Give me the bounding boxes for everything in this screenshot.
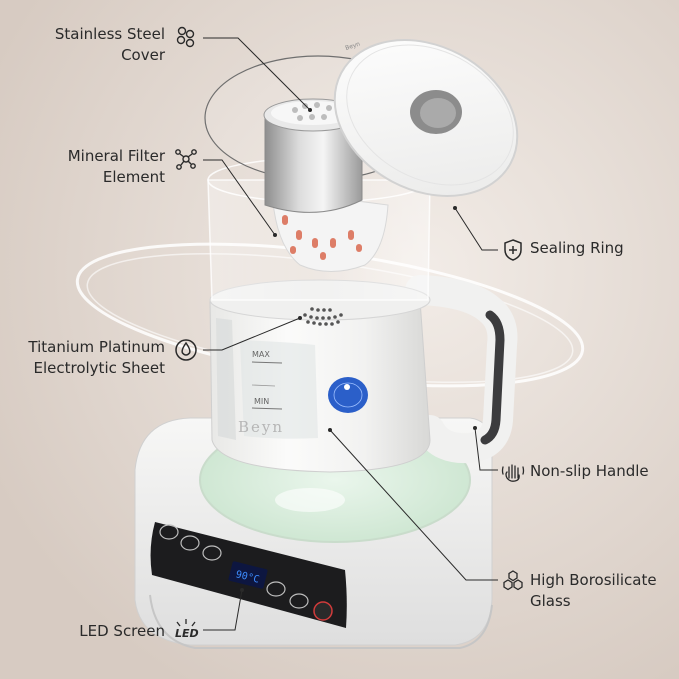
- leader-lines: [203, 37, 498, 631]
- led-icon-text: LED: [175, 627, 199, 640]
- molecule-icon: [175, 149, 197, 170]
- start-button: [313, 601, 333, 621]
- kettle-handle: [405, 275, 518, 464]
- sticker: [328, 377, 368, 413]
- callout-mineral-filter: Mineral Filter Element: [67, 147, 165, 186]
- callout-titanium-sheet: Titanium Platinum Electrolytic Sheet: [28, 338, 165, 377]
- kettle-body: MAX MIN Beyn: [209, 279, 431, 473]
- shield-plus-icon: [504, 239, 522, 261]
- rivets-icon: [176, 26, 195, 48]
- control-panel: 90°C: [150, 522, 347, 628]
- hexagons-icon: [503, 570, 523, 591]
- kettle-lid: Beyn: [333, 39, 519, 197]
- brand-logo: Beyn: [238, 418, 284, 436]
- callout-borosilicate-glass: High Borosilicate Glass: [530, 571, 657, 610]
- panel-button-4: [266, 581, 286, 597]
- min-marking: MIN: [254, 397, 269, 406]
- led-display: [228, 561, 268, 589]
- water-drop-icon: [175, 339, 197, 361]
- callout-sealing-ring: Sealing Ring: [530, 239, 624, 257]
- panel-button-5: [289, 593, 309, 609]
- max-marking: MAX: [252, 350, 270, 359]
- panel-button-3: [202, 545, 222, 561]
- led-icon: LED: [172, 617, 200, 645]
- mineral-filter: [263, 98, 389, 272]
- callout-stainless-cover: Stainless Steel Cover: [54, 25, 165, 64]
- panel-button-2: [180, 535, 200, 551]
- hand-grip-icon: [501, 464, 525, 482]
- panel-button-1: [159, 524, 179, 540]
- lid-text: Beyn: [344, 40, 361, 51]
- callout-led-screen: LED Screen: [79, 622, 165, 640]
- callout-non-slip-handle: Non-slip Handle: [530, 462, 649, 480]
